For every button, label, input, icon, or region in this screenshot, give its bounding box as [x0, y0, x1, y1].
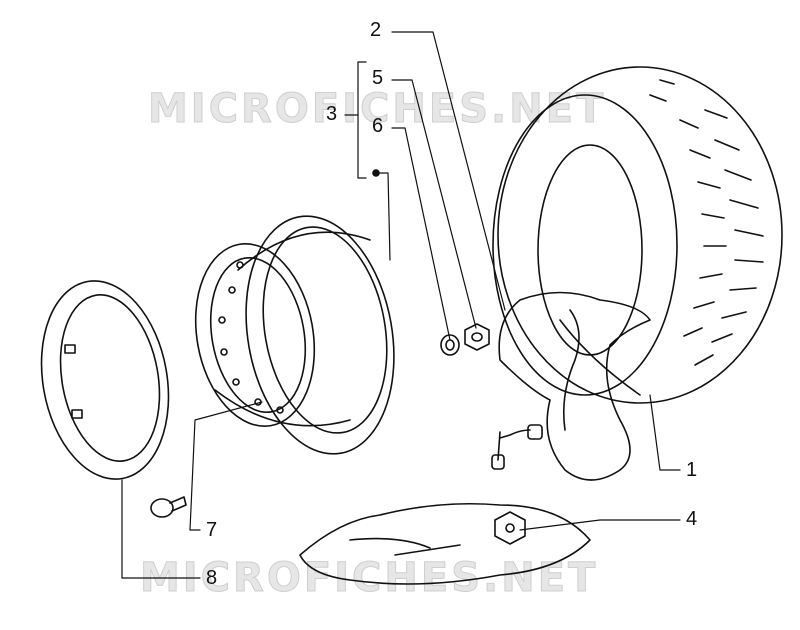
watermark-top: MICROFICHES.NET: [147, 86, 607, 133]
rim-half-ring: [40, 280, 170, 480]
watermark-bottom: MICROFICHES.NET: [139, 555, 599, 602]
callout-4: 4: [686, 508, 698, 530]
callout-2: 2: [370, 19, 382, 41]
bracket-dot: [372, 169, 380, 177]
inner-tube: [491, 291, 651, 481]
tool-kit-bag: [299, 502, 591, 585]
leader-lines: [121, 31, 681, 579]
callout-7: 7: [206, 519, 218, 541]
rim: [194, 215, 395, 455]
callout-6: 6: [372, 115, 384, 137]
nut: [464, 323, 490, 351]
callout-3: 3: [326, 103, 338, 125]
tyre: [492, 66, 783, 404]
callout-1: 1: [686, 459, 698, 481]
callout-5: 5: [372, 67, 384, 89]
callout-8: 8: [206, 567, 218, 589]
bolt: [150, 496, 187, 518]
